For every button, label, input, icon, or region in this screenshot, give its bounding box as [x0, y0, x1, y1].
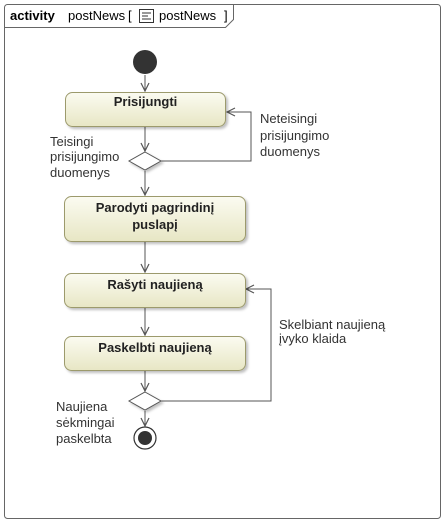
guard-correct-credentials: Teisingi prisijungimo duomenys	[50, 134, 119, 180]
activity-ref-icon	[139, 9, 154, 23]
action-publish-news: Paskelbti naujieną	[64, 336, 246, 371]
svg-text:Naujiena: Naujiena	[56, 399, 108, 414]
frame-header-tab	[4, 4, 234, 28]
svg-text:Skelbiant naujieną: Skelbiant naujieną	[279, 317, 386, 332]
final-node	[133, 426, 157, 450]
svg-text:duomenys: duomenys	[260, 144, 320, 159]
svg-text:prisijungimo: prisijungimo	[50, 149, 119, 164]
frame-title: postNews	[68, 8, 126, 23]
svg-text:Paskelbti naujieną: Paskelbti naujieną	[98, 340, 212, 355]
guard-publish-error: Skelbiant naujieną įvyko klaida	[279, 317, 386, 346]
svg-text:puslapį: puslapį	[132, 217, 178, 232]
svg-text:prisijungimo: prisijungimo	[260, 128, 329, 143]
frame-border	[4, 4, 441, 519]
svg-text:duomenys: duomenys	[50, 165, 110, 180]
svg-text:sėkmingai: sėkmingai	[56, 415, 115, 430]
svg-text:įvyko klaida: įvyko klaida	[279, 331, 347, 346]
svg-text:Prisijungti: Prisijungti	[114, 94, 178, 109]
action-show-main-page: Parodyti pagrindinį puslapį	[64, 196, 246, 242]
decision-publish	[127, 391, 163, 411]
guard-incorrect-credentials: Neteisingi prisijungimo duomenys	[260, 111, 329, 159]
frame-ref-name: postNews	[159, 8, 217, 23]
svg-text:Rašyti naujieną: Rašyti naujieną	[107, 277, 203, 292]
action-login: Prisijungti	[65, 92, 226, 127]
svg-text:paskelbta: paskelbta	[56, 431, 112, 446]
action-write-news: Rašyti naujieną	[64, 273, 246, 308]
frame-bracket-close: ]	[224, 8, 228, 23]
decision-login	[127, 151, 163, 171]
guard-publish-success: Naujiena sėkmingai paskelbta	[56, 399, 115, 446]
flow-login-retry	[161, 112, 252, 162]
frame-keyword: activity	[10, 8, 56, 23]
flow-publish-retry	[161, 289, 272, 402]
svg-text:Neteisingi: Neteisingi	[260, 111, 317, 126]
svg-text:Parodyti pagrindinį: Parodyti pagrindinį	[96, 200, 214, 215]
svg-text:Teisingi: Teisingi	[50, 134, 93, 149]
frame-bracket-open: [	[128, 8, 132, 23]
initial-node	[133, 50, 157, 74]
